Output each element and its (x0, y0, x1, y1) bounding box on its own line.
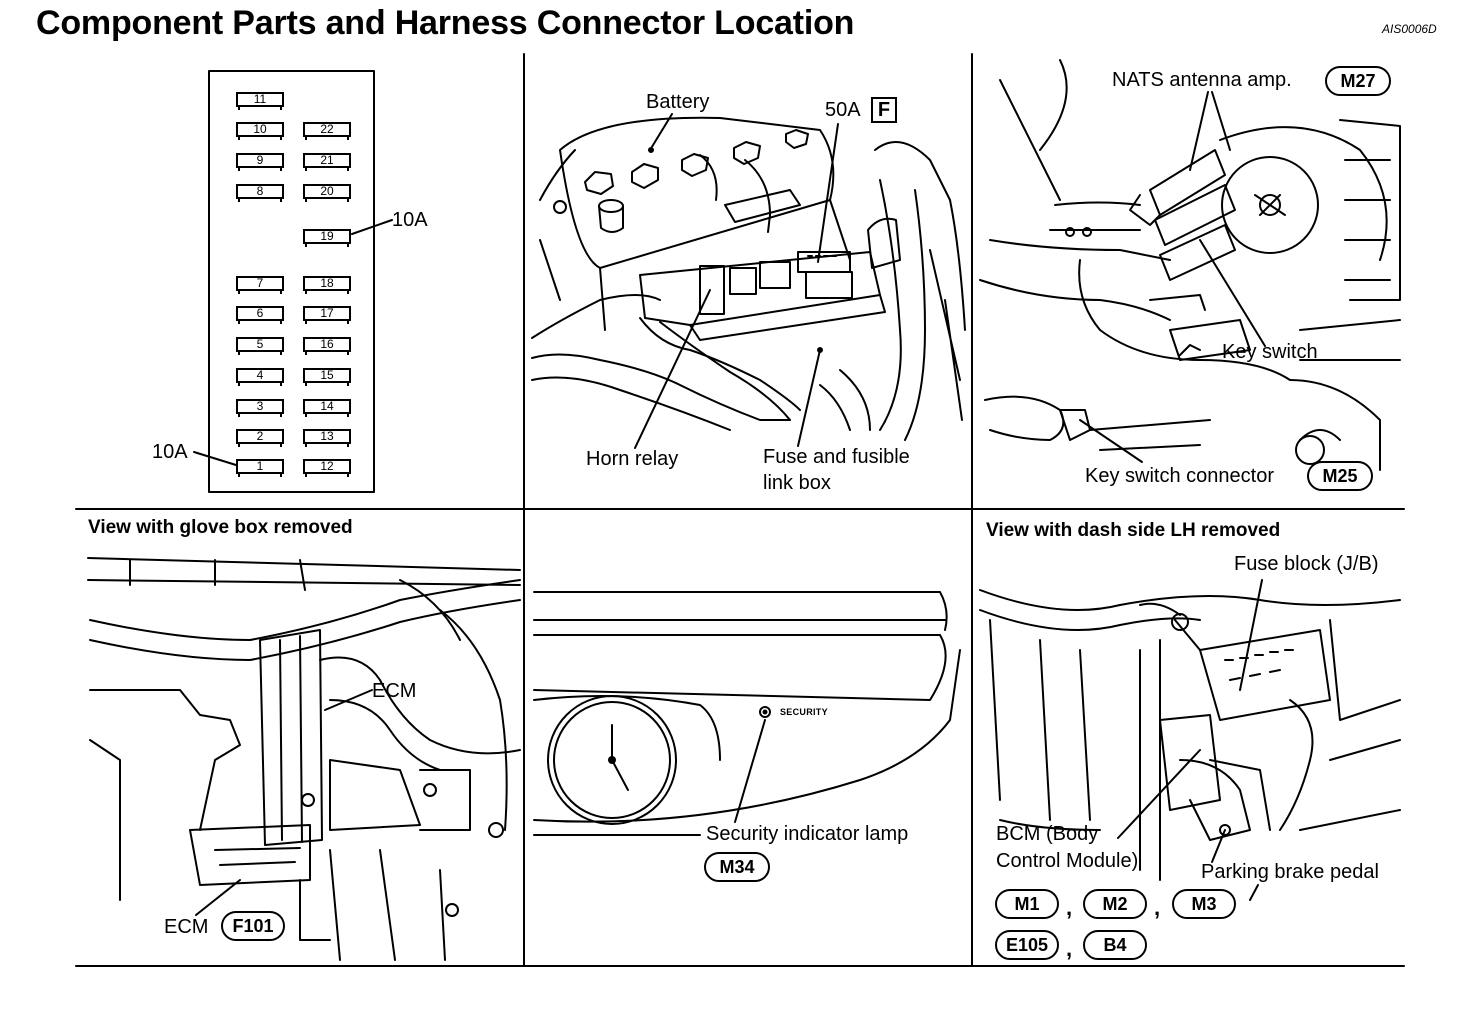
fuse-slot: 22 (303, 122, 351, 140)
glove-box-header: View with glove box removed (88, 517, 353, 538)
fuse-slot: 17 (303, 306, 351, 324)
fuse-slot: 8 (236, 184, 284, 202)
bcm-label-line1: BCM (Body (996, 823, 1099, 845)
steering-artwork (979, 59, 1401, 471)
fuse-slot: 16 (303, 337, 351, 355)
nats-antenna-label: NATS antenna amp. (1112, 69, 1292, 91)
dash-side-header: View with dash side LH removed (986, 520, 1281, 541)
fusible-link-code-badge: F (871, 97, 897, 123)
fuse-panel-outline (208, 70, 375, 493)
key-switch-connector-label: Key switch connector (1085, 465, 1274, 487)
fuse-slot: 5 (236, 337, 284, 355)
fuse-1-leader (193, 451, 237, 466)
fuse-slot-19: 19 (303, 229, 351, 247)
fuse-slot: 10 (236, 122, 284, 140)
fuse-slot: 13 (303, 429, 351, 447)
fuse-slot: 4 (236, 368, 284, 386)
security-lamp-connector-badge: M34 (704, 852, 770, 882)
ecm-label-lower: ECM (164, 916, 209, 938)
fuse-slot: 6 (236, 306, 284, 324)
security-indicator-text: SECURITY (780, 707, 828, 717)
glove-box-artwork (87, 557, 521, 961)
fuse-box-label-line2: link box (763, 472, 831, 494)
fuse-1-rating: 10A (152, 441, 188, 463)
nats-connector-badge: M27 (1325, 66, 1391, 96)
fuse-block-label: Fuse block (J/B) (1234, 553, 1379, 575)
key-switch-label: Key switch (1222, 341, 1318, 363)
security-lamp-label: Security indicator lamp (706, 823, 909, 845)
parking-brake-label: Parking brake pedal (1201, 861, 1379, 883)
bcm-connector-badge-m3: M3 (1172, 889, 1236, 919)
fuse-19-rating: 10A (392, 209, 428, 231)
key-switch-connector-badge: M25 (1307, 461, 1373, 491)
fuse-slot: 14 (303, 399, 351, 417)
bcm-connector-badge-m1: M1 (995, 889, 1059, 919)
fuse-slot: 12 (303, 459, 351, 477)
fuse-slot-1: 1 (236, 459, 284, 477)
instrument-artwork (533, 591, 961, 836)
reference-code: AIS0006D (1382, 22, 1437, 36)
fuse-slot: 11 (236, 92, 284, 110)
ecm-connector-badge: F101 (221, 911, 285, 941)
bcm-connector-badge-e105: E105 (995, 930, 1059, 960)
horn-relay-label: Horn relay (586, 448, 679, 470)
connector-separator: , (1154, 895, 1161, 920)
fuse-slot: 3 (236, 399, 284, 417)
fusible-link-label: 50A (825, 99, 861, 121)
dash-side-artwork (979, 579, 1401, 901)
bcm-label-line2: Control Module) (996, 850, 1139, 872)
bcm-connector-badge-m2: M2 (1083, 889, 1147, 919)
fuse-slot: 7 (236, 276, 284, 294)
connector-separator: , (1066, 895, 1073, 920)
engine-room-artwork (531, 113, 966, 449)
ecm-label-upper: ECM (372, 680, 417, 702)
fuse-19-leader (351, 219, 393, 235)
panel-grid (75, 53, 1405, 967)
fuse-slot: 18 (303, 276, 351, 294)
connector-separator: , (1066, 936, 1073, 961)
bcm-connector-badge-b4: B4 (1083, 930, 1147, 960)
fuse-slot: 15 (303, 368, 351, 386)
page-title: Component Parts and Harness Connector Lo… (36, 4, 855, 42)
fuse-slot: 21 (303, 153, 351, 171)
battery-label: Battery (646, 91, 710, 113)
fuse-slot: 9 (236, 153, 284, 171)
fuse-box-label-line1: Fuse and fusible (763, 446, 910, 468)
fuse-slot: 2 (236, 429, 284, 447)
fuse-slot: 20 (303, 184, 351, 202)
